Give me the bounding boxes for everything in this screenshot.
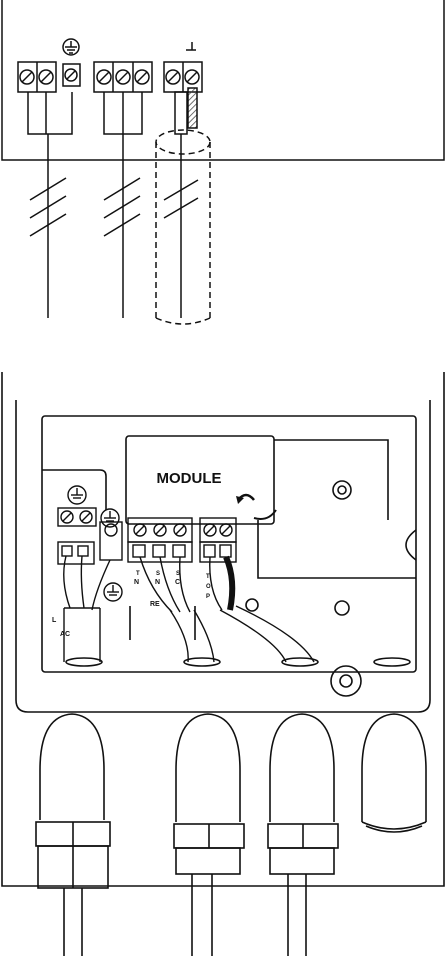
relay-upper-2: S (156, 571, 160, 577)
shield-tube (156, 130, 210, 324)
relay-upper-1: T (136, 571, 140, 577)
gland-1 (36, 714, 110, 956)
lower-ground-icon (104, 583, 122, 601)
relay-terminal-triple (94, 62, 152, 134)
top-cables (30, 130, 210, 324)
relay-mid-3: C (175, 579, 180, 586)
relay-mid-2: N (155, 579, 160, 586)
gland-3 (268, 714, 338, 956)
stop-2: O (206, 584, 211, 590)
stop-3: P (206, 594, 210, 600)
cable-hash-2 (104, 178, 140, 236)
relay-mid-1: N (134, 579, 139, 586)
top-terminal-box (2, 0, 444, 160)
label-l: L (52, 617, 57, 624)
stop-1: T (206, 574, 210, 580)
power-terminal-pair (18, 62, 72, 134)
internal-wires (64, 556, 314, 662)
relay-group: RE (150, 601, 160, 608)
ground-icon (63, 39, 79, 55)
cable-glands (36, 714, 426, 956)
enclosure (2, 372, 444, 886)
module-label: MODULE (157, 470, 222, 487)
blanking-plug (362, 714, 426, 832)
gland-2 (174, 714, 244, 956)
ground-terminal (63, 39, 80, 86)
signal-terminal-pair (164, 42, 202, 134)
shield-wire-icon (186, 42, 196, 50)
label-ac: AC (60, 631, 70, 638)
board-ground-icon (68, 486, 86, 504)
